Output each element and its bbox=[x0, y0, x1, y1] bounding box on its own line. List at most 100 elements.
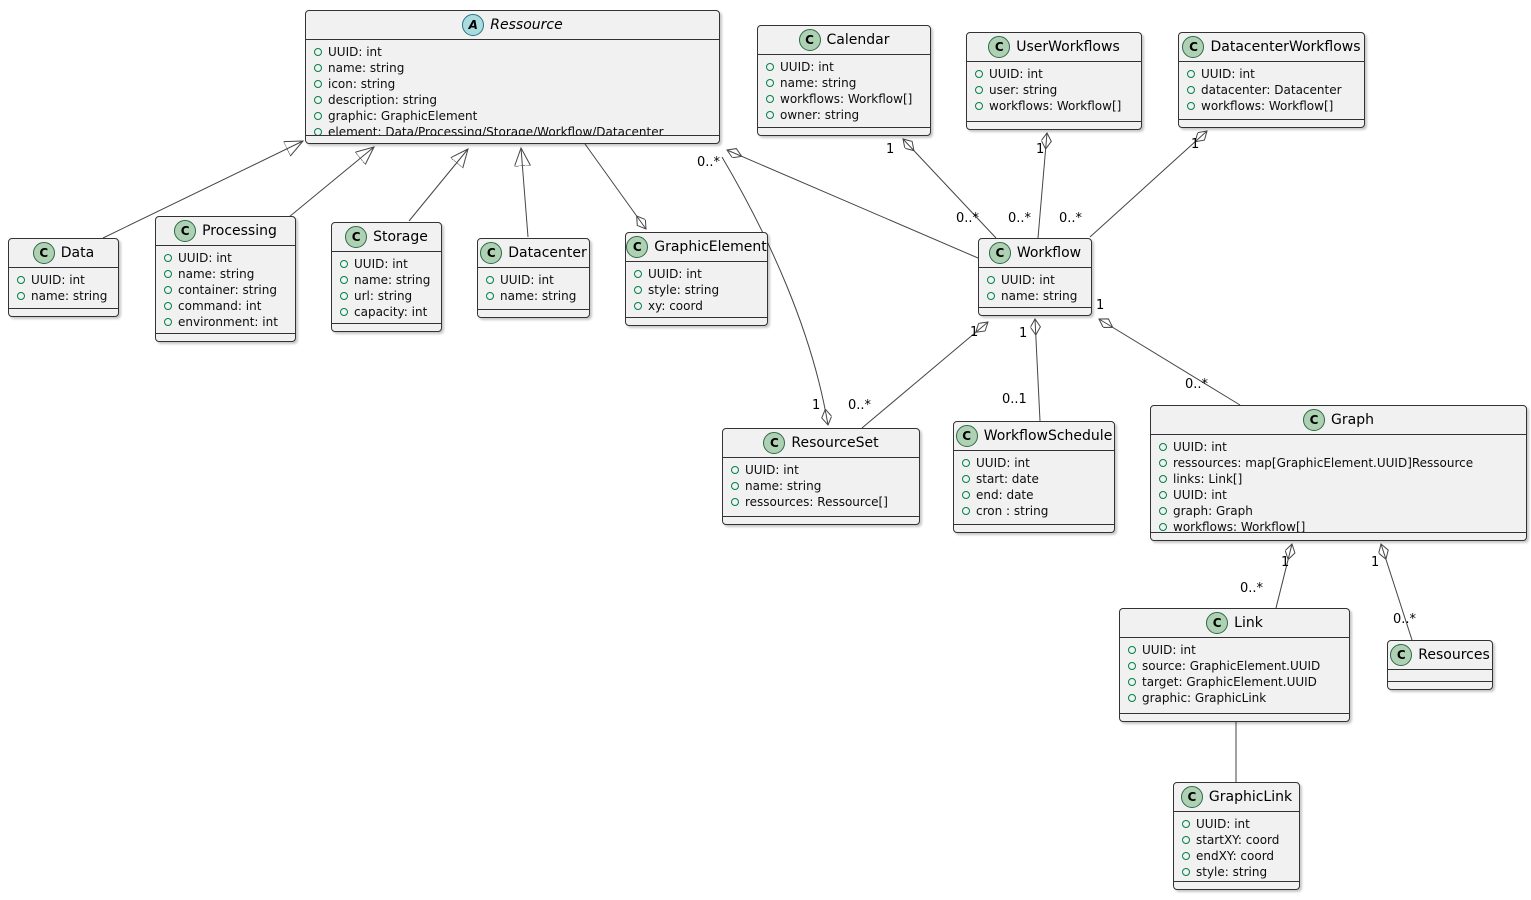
class-icon: C bbox=[798, 29, 821, 51]
methods-compartment bbox=[979, 307, 1091, 315]
attribute-row: UUID: int bbox=[975, 66, 1133, 82]
attribute-row: name: string bbox=[486, 288, 581, 304]
edge-datacenter-extends-ressource bbox=[521, 148, 528, 238]
attribute-row: description: string bbox=[314, 92, 711, 108]
class-icon: C bbox=[1303, 409, 1326, 431]
attribute-row: UUID: int bbox=[1187, 66, 1356, 82]
field-visibility-icon bbox=[164, 270, 172, 278]
attribute-row: workflows: Workflow[] bbox=[1187, 98, 1356, 114]
edge-datacenterworkflows-workflow-aggregation bbox=[1089, 131, 1207, 238]
class-title: C ResourceSet bbox=[723, 429, 919, 458]
edge-graph-link-aggregation bbox=[1275, 544, 1292, 609]
class-title: C GraphicElement bbox=[626, 233, 767, 262]
attribute-row: container: string bbox=[164, 282, 287, 298]
field-visibility-icon bbox=[314, 48, 322, 56]
attribute-row: datacenter: Datacenter bbox=[1187, 82, 1356, 98]
field-visibility-icon bbox=[1182, 820, 1190, 828]
methods-compartment bbox=[478, 309, 589, 317]
attribute-text: UUID: int bbox=[500, 273, 554, 287]
field-visibility-icon bbox=[314, 112, 322, 120]
methods-compartment bbox=[758, 127, 930, 135]
attribute-row: start: date bbox=[962, 471, 1106, 487]
multiplicity-label: 1 bbox=[1191, 137, 1200, 152]
methods-compartment bbox=[967, 121, 1141, 129]
class-title: C Data bbox=[9, 239, 118, 268]
class-name: ResourceSet bbox=[791, 435, 879, 451]
attribute-row: UUID: int bbox=[962, 455, 1106, 471]
multiplicity-label: 1 bbox=[1371, 555, 1380, 570]
edge-ressource-graphicelement-aggregation bbox=[584, 143, 646, 229]
field-visibility-icon bbox=[1159, 443, 1167, 451]
attribute-row: environment: int bbox=[164, 314, 287, 330]
class-name: Resources bbox=[1418, 647, 1490, 663]
attribute-text: UUID: int bbox=[1196, 817, 1250, 831]
attribute-row: capacity: int bbox=[340, 304, 433, 320]
attribute-text: graphic: GraphicLink bbox=[1142, 691, 1267, 705]
class-icon: C bbox=[32, 242, 55, 264]
attribute-row: owner: string bbox=[766, 107, 922, 123]
methods-compartment bbox=[156, 333, 295, 341]
attribute-text: name: string bbox=[780, 76, 857, 90]
field-visibility-icon bbox=[1182, 836, 1190, 844]
field-visibility-icon bbox=[1187, 102, 1195, 110]
field-visibility-icon bbox=[1159, 523, 1167, 531]
field-visibility-icon bbox=[731, 498, 739, 506]
multiplicity-label: 1 bbox=[1019, 326, 1028, 341]
class-name: Data bbox=[60, 245, 95, 261]
class-name: DatacenterWorkflows bbox=[1210, 39, 1361, 55]
attribute-row: endXY: coord bbox=[1182, 848, 1291, 864]
attribute-row: url: string bbox=[340, 288, 433, 304]
attribute-text: target: GraphicElement.UUID bbox=[1142, 675, 1317, 689]
attribute-text: datacenter: Datacenter bbox=[1201, 83, 1342, 97]
class-icon: C bbox=[988, 36, 1011, 58]
class-title: C WorkflowSchedule bbox=[954, 422, 1114, 451]
field-visibility-icon bbox=[314, 80, 322, 88]
class-icon: C bbox=[955, 425, 978, 447]
attribute-text: start: date bbox=[976, 472, 1039, 486]
field-visibility-icon bbox=[314, 128, 322, 135]
attribute-text: workflows: Workflow[] bbox=[1173, 520, 1306, 532]
field-visibility-icon bbox=[975, 86, 983, 94]
class-icon: C bbox=[174, 220, 197, 242]
attribute-text: UUID: int bbox=[354, 257, 408, 271]
attribute-row: xy: coord bbox=[634, 298, 759, 314]
multiplicity-label: 0..* bbox=[1185, 377, 1209, 392]
field-visibility-icon bbox=[486, 276, 494, 284]
class-title: C Storage bbox=[332, 223, 441, 252]
attribute-list bbox=[1388, 670, 1492, 681]
field-visibility-icon bbox=[1159, 459, 1167, 467]
edge-calendar-workflow-aggregation bbox=[903, 139, 997, 239]
methods-compartment bbox=[306, 135, 719, 143]
attribute-text: style: string bbox=[648, 283, 720, 297]
methods-compartment bbox=[1120, 713, 1349, 721]
attribute-row: command: int bbox=[164, 298, 287, 314]
field-visibility-icon bbox=[340, 292, 348, 300]
class-icon: C bbox=[1180, 786, 1203, 808]
multiplicity-label: 0..* bbox=[697, 155, 721, 170]
field-visibility-icon bbox=[634, 270, 642, 278]
attribute-row: UUID: int bbox=[731, 462, 911, 478]
attribute-text: owner: string bbox=[780, 108, 860, 122]
field-visibility-icon bbox=[1128, 678, 1136, 686]
attribute-row: ressources: Ressource[] bbox=[731, 494, 911, 510]
class-title: C UserWorkflows bbox=[967, 33, 1141, 62]
class-name: Processing bbox=[202, 223, 277, 239]
attribute-text: name: string bbox=[500, 289, 577, 303]
field-visibility-icon bbox=[987, 276, 995, 284]
field-visibility-icon bbox=[340, 308, 348, 316]
multiplicity-label: 0..1 bbox=[1002, 392, 1027, 407]
class-icon: C bbox=[345, 226, 368, 248]
